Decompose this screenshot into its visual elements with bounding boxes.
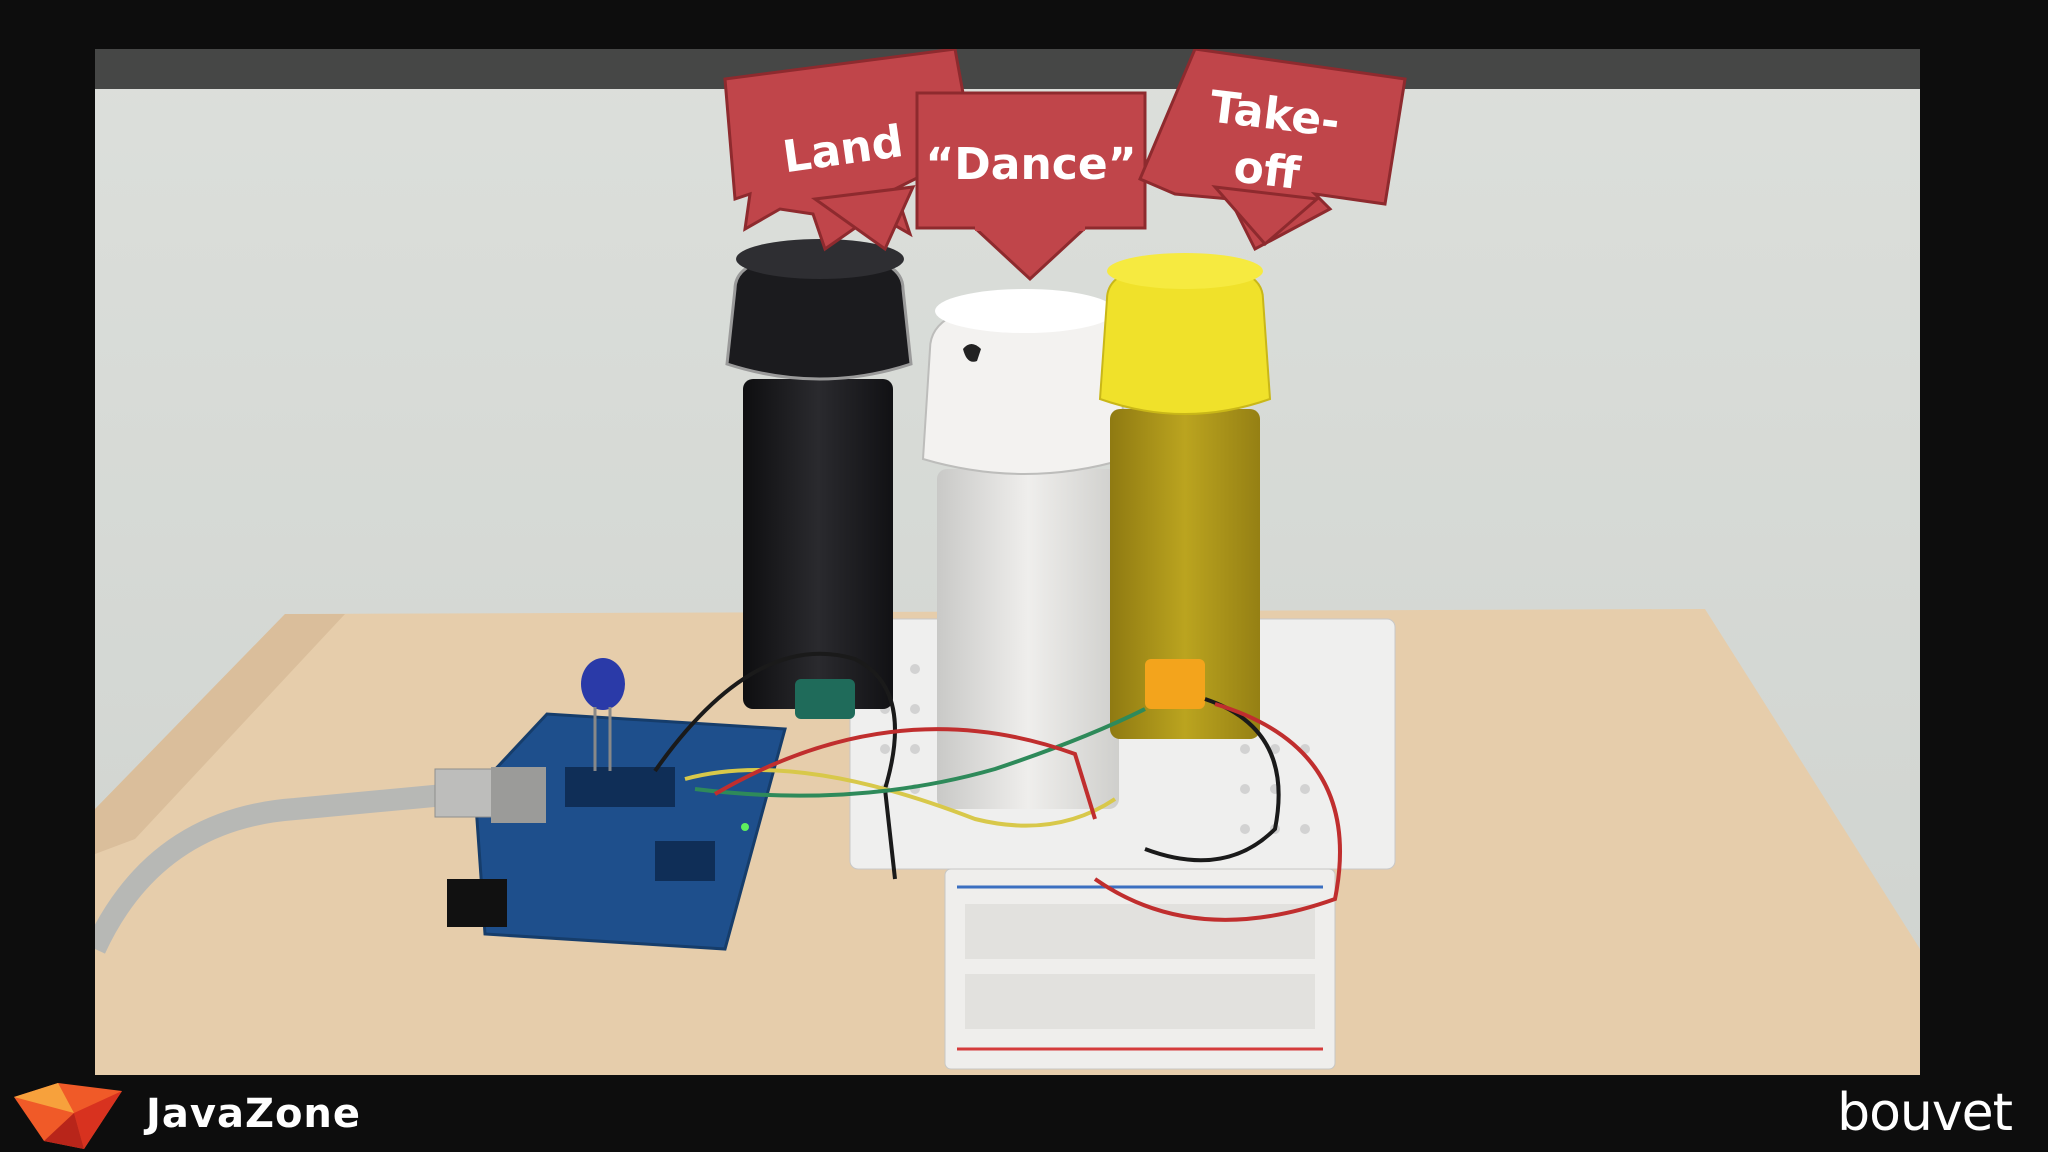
callout-takeoff: Take- off bbox=[1138, 49, 1407, 252]
slide-footer: JavaZone bouvet bbox=[0, 1075, 2048, 1152]
usb-cable bbox=[95, 767, 546, 954]
bouvet-wordmark: bouvet bbox=[1837, 1083, 2013, 1143]
javazone-logo-icon bbox=[14, 1083, 122, 1149]
black-cup bbox=[725, 239, 913, 719]
wires bbox=[653, 651, 1342, 922]
yellow-cup bbox=[1098, 253, 1272, 739]
javazone-wordmark: JavaZone bbox=[146, 1091, 362, 1137]
photo-illustration: Land “Dance” Take- off bbox=[95, 49, 1920, 1075]
callout-dance: “Dance” bbox=[915, 91, 1147, 282]
white-cup bbox=[921, 289, 1127, 809]
callout-takeoff-label-line2: off bbox=[1231, 141, 1304, 200]
blue-led bbox=[581, 658, 625, 771]
breadboard bbox=[944, 868, 1336, 1070]
photo: Land “Dance” Take- off bbox=[95, 49, 1920, 1075]
top-shadow bbox=[95, 49, 1920, 89]
callout-dance-label: “Dance” bbox=[925, 139, 1136, 190]
